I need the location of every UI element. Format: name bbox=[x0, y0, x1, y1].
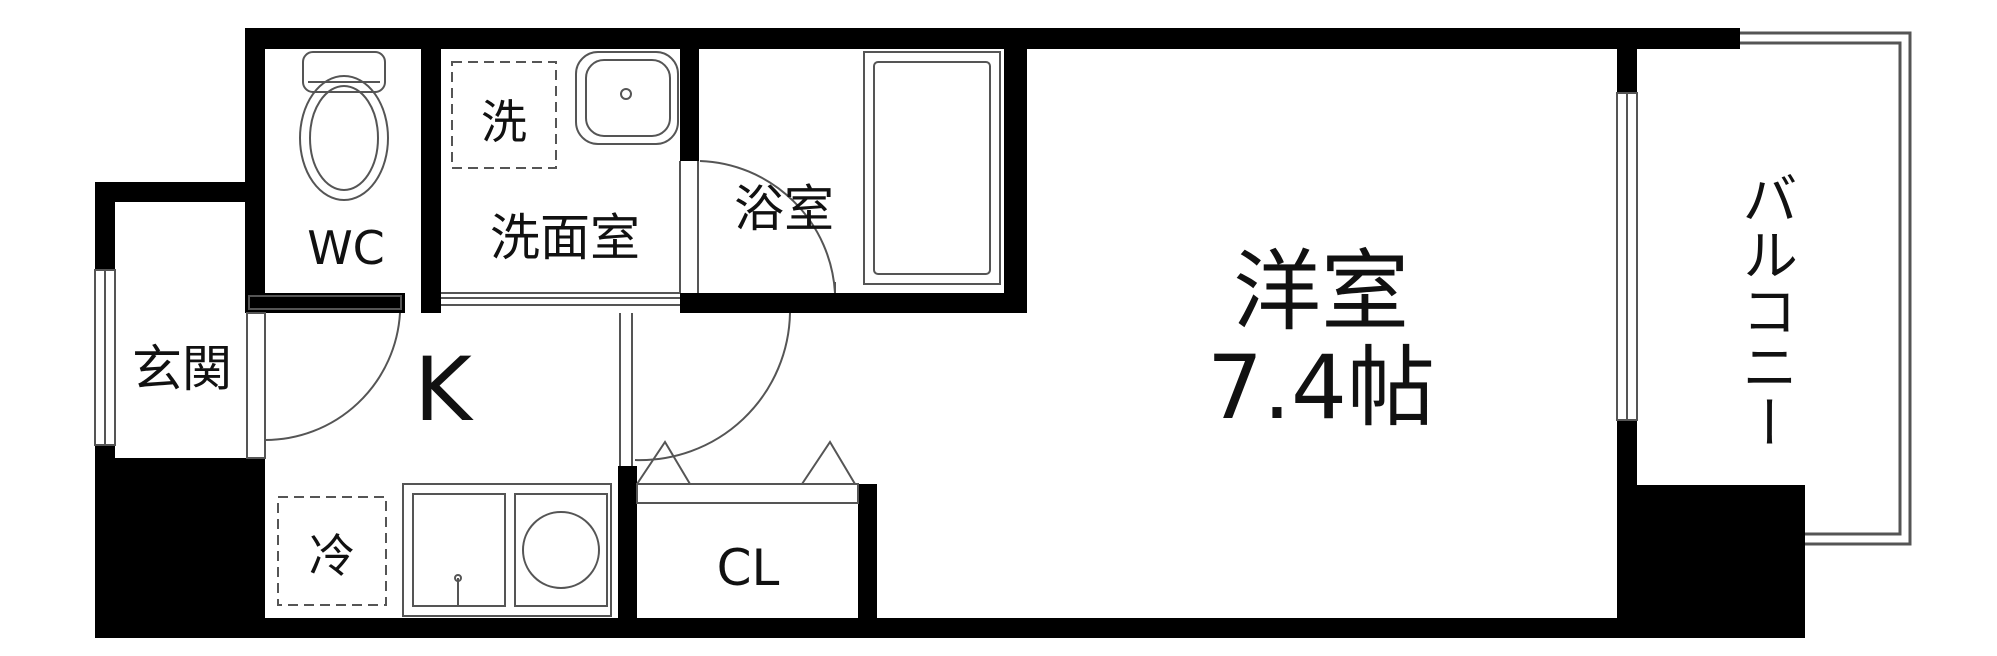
doors bbox=[246, 160, 836, 466]
bathtub-icon bbox=[863, 51, 1001, 285]
kitchen-label: K bbox=[414, 338, 474, 441]
western-room-label: 洋室 bbox=[1233, 240, 1409, 343]
kitchen-counter bbox=[402, 483, 612, 617]
washroom-label: 洗面室 bbox=[490, 209, 640, 267]
fridge-label: 冷 bbox=[309, 529, 355, 583]
closet-doors bbox=[636, 440, 856, 485]
washer-space bbox=[451, 61, 557, 169]
thin-partitions bbox=[248, 161, 859, 504]
toilet-icon bbox=[299, 51, 389, 201]
washbasin-icon bbox=[575, 51, 679, 145]
bath-label: 浴室 bbox=[734, 180, 834, 238]
washer-label: 洗 bbox=[481, 95, 527, 149]
balcony-label: バルコニー bbox=[1733, 170, 1798, 450]
closet-label: CL bbox=[717, 539, 780, 597]
entrance-label: 玄関 bbox=[132, 340, 232, 398]
wc-label: WC bbox=[307, 221, 385, 275]
windows bbox=[94, 92, 1638, 446]
balcony-outline bbox=[1740, 31, 1912, 546]
fridge-space bbox=[277, 496, 387, 606]
western-room-size: 7.4帖 bbox=[1207, 336, 1435, 439]
walls bbox=[95, 28, 1805, 638]
